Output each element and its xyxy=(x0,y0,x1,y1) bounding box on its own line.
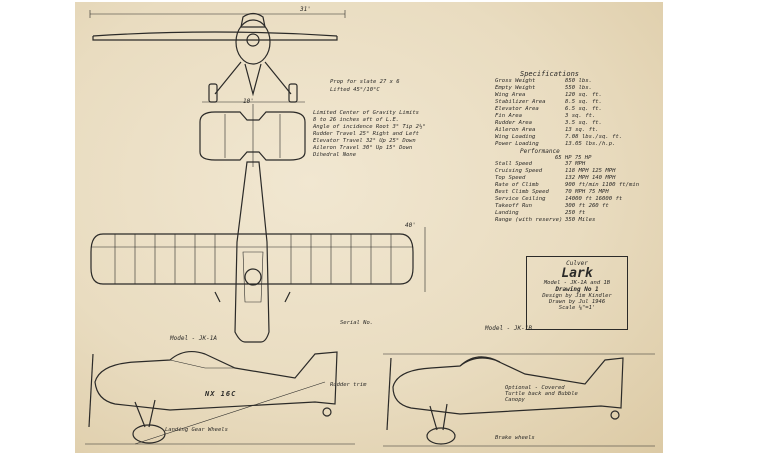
blueprint-drawing xyxy=(85,10,655,447)
performance-sub: 65 HP 75 HP xyxy=(555,155,592,161)
cockpit-label: Optional - Covered Turtle back and Bubbl… xyxy=(505,385,578,403)
prop-note-2: Lifted 45°/10°C xyxy=(330,87,380,93)
stabilizer-notes: Limited Center of Gravity Limits 8 to 26… xyxy=(313,110,426,158)
prop-note-1: Prop for slate 27 x 6 xyxy=(330,79,400,85)
brakes-label: Brake wheels xyxy=(495,435,535,441)
dimension-label: 31' xyxy=(300,6,311,13)
spec-title: Specifications xyxy=(520,70,580,78)
title-name: Lark xyxy=(561,266,593,281)
title-block: Culver Lark Model - JK-1A and 1B Drawing… xyxy=(526,256,628,330)
serial-label: Serial No. xyxy=(340,320,374,326)
model-1a-label: Model - JK-1A xyxy=(170,335,217,342)
blueprint-sheet: 31' 10' 40' Prop for slate 27 x 6 Lifted… xyxy=(75,2,663,453)
registration-text: NX 16C xyxy=(205,390,237,398)
performance-title: Performance xyxy=(520,148,560,155)
rudder-label: Rudder trim xyxy=(330,382,367,388)
dimension-label: 10' xyxy=(243,98,254,105)
wheels-label: Landing Gear Wheels xyxy=(165,427,228,433)
dimension-label: 40' xyxy=(405,222,416,229)
model-1b-label: Model - JK-1B xyxy=(485,325,532,332)
